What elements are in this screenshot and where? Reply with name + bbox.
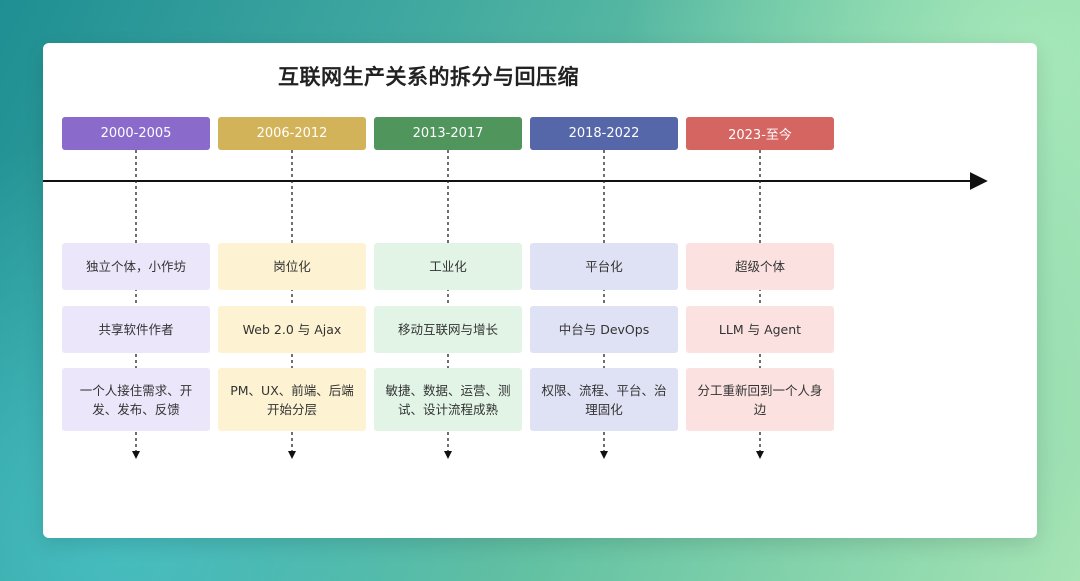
era-stage-2013-2017: 工业化 (374, 243, 522, 290)
era-detail-2023-present: 分工重新回到一个人身边 (686, 368, 834, 431)
era-detail-2006-2012: PM、UX、前端、后端开始分层 (218, 368, 366, 431)
era-connector-arrow-4 (756, 451, 764, 459)
era-header-2023-present: 2023-至今 (686, 117, 834, 150)
era-theme-2018-2022: 中台与 DevOps (530, 306, 678, 353)
era-detail-2018-2022: 权限、流程、平台、治理固化 (530, 368, 678, 431)
era-connector-arrow-3 (600, 451, 608, 459)
era-connector-arrow-1 (288, 451, 296, 459)
era-detail-2000-2005: 一个人接住需求、开发、发布、反馈 (62, 368, 210, 431)
era-header-2006-2012: 2006-2012 (218, 117, 366, 150)
timeline-card: 互联网生产关系的拆分与回压缩 2000-2005 独立个体，小作坊 共享软件作者… (43, 43, 1037, 538)
era-stage-2000-2005: 独立个体，小作坊 (62, 243, 210, 290)
era-stage-2006-2012: 岗位化 (218, 243, 366, 290)
era-theme-2023-present: LLM 与 Agent (686, 306, 834, 353)
era-stage-2018-2022: 平台化 (530, 243, 678, 290)
era-header-2013-2017: 2013-2017 (374, 117, 522, 150)
era-connector-arrow-0 (132, 451, 140, 459)
era-stage-2023-present: 超级个体 (686, 243, 834, 290)
diagram-title: 互联网生产关系的拆分与回压缩 (278, 65, 579, 89)
era-theme-2013-2017: 移动互联网与增长 (374, 306, 522, 353)
era-header-2000-2005: 2000-2005 (62, 117, 210, 150)
era-theme-2000-2005: 共享软件作者 (62, 306, 210, 353)
era-detail-2013-2017: 敏捷、数据、运营、测试、设计流程成熟 (374, 368, 522, 431)
era-connector-arrow-2 (444, 451, 452, 459)
era-theme-2006-2012: Web 2.0 与 Ajax (218, 306, 366, 353)
era-header-2018-2022: 2018-2022 (530, 117, 678, 150)
